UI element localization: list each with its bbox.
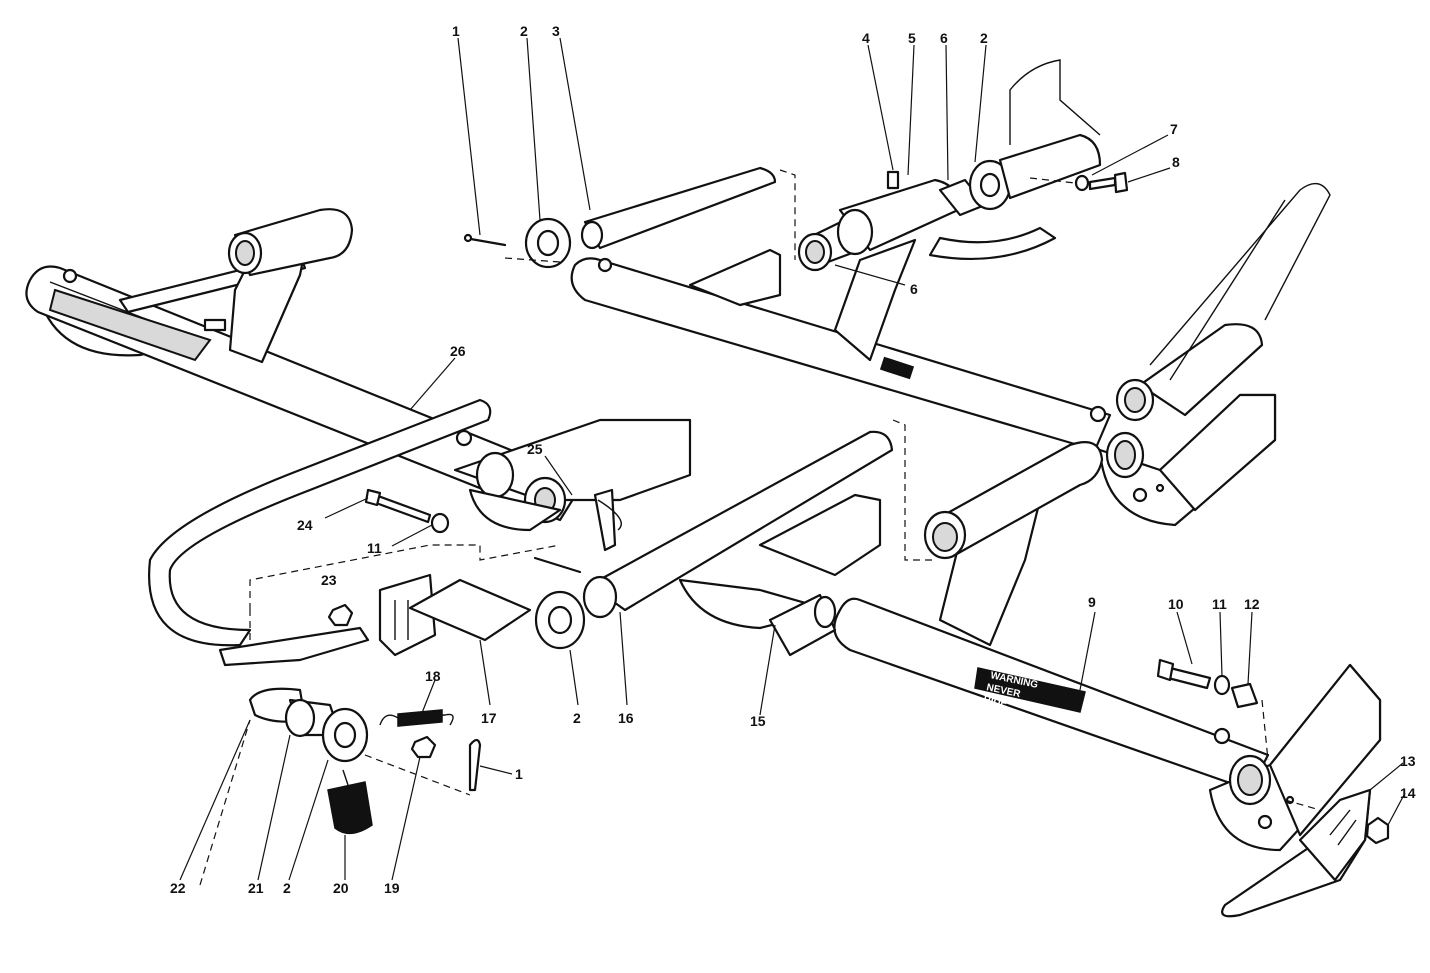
curved-handle — [928, 226, 1057, 260]
rear-mount-plate — [688, 248, 782, 307]
lower-left-parts — [248, 687, 482, 834]
decal-line3: RIDE — [982, 694, 1008, 710]
callout-11-right: 11 — [1212, 596, 1227, 612]
callout-21: 21 — [248, 880, 264, 896]
cotter-pin-lower — [468, 738, 482, 792]
callout-26: 26 — [450, 343, 466, 359]
washer-7 — [1074, 174, 1090, 192]
bolt-24 — [374, 494, 432, 524]
callout-18: 18 — [425, 668, 441, 684]
callout-10: 10 — [1168, 596, 1184, 612]
washer-11-right — [1213, 674, 1231, 696]
grease-fitting — [886, 170, 900, 190]
front-pivot-shaft — [588, 430, 894, 612]
callout-2-top-right: 2 — [980, 30, 988, 46]
rear-upper-arm — [1138, 323, 1264, 417]
front-mount-plate — [758, 493, 882, 577]
nut-19 — [410, 735, 437, 759]
callout-15: 15 — [750, 713, 766, 729]
lever-plate — [218, 626, 370, 667]
callout-11-left: 11 — [367, 540, 382, 556]
hitch-pin — [593, 488, 617, 552]
callout-8: 8 — [1172, 154, 1180, 170]
alignment-lines — [199, 169, 1321, 886]
callout-1-lower: 1 — [515, 766, 523, 782]
washer-11-left — [430, 512, 450, 534]
callout-17: 17 — [481, 710, 497, 726]
rubber-bumper — [327, 781, 373, 834]
rear-long-tube — [570, 257, 1112, 452]
callout-24: 24 — [297, 517, 313, 533]
callout-19: 19 — [384, 880, 400, 896]
callout-14: 14 — [1400, 785, 1416, 801]
rear-top-arm — [998, 133, 1102, 200]
callout-16: 16 — [618, 710, 634, 726]
rear-shaft-parts — [463, 59, 1129, 272]
rear-upright — [833, 238, 917, 362]
bolt-8 — [1088, 176, 1117, 191]
callout-12: 12 — [1244, 596, 1260, 612]
callout-13: 13 — [1400, 753, 1416, 769]
callout-22: 22 — [170, 880, 186, 896]
callout-25: 25 — [527, 441, 543, 457]
callout-1-top: 1 — [452, 23, 460, 39]
callout-6-top: 6 — [940, 30, 948, 46]
callout-labels: 1 2 3 4 5 6 2 7 8 6 26 25 24 11 23 18 17… — [170, 23, 1416, 896]
callout-2-center: 2 — [573, 710, 581, 726]
front-pivot-tube — [933, 441, 1104, 557]
left-frame-assembly — [25, 208, 587, 522]
callout-23: 23 — [321, 572, 337, 588]
callout-9: 9 — [1088, 594, 1096, 610]
spacer-12 — [1230, 682, 1259, 709]
callout-3: 3 — [552, 23, 560, 39]
bolt-10 — [1166, 666, 1212, 690]
nut-23 — [327, 603, 354, 627]
lower-right-hardware — [1156, 658, 1390, 918]
nut-14 — [1365, 816, 1390, 845]
rear-pivot-shaft — [583, 166, 777, 250]
center-shaft-parts — [148, 398, 894, 667]
left-tube-shade — [48, 288, 212, 362]
clevis-pin-center — [533, 556, 582, 574]
callout-2-lower: 2 — [283, 880, 291, 896]
callout-5: 5 — [908, 30, 916, 46]
callout-4: 4 — [862, 30, 870, 46]
left-top-tube — [233, 208, 354, 277]
right-frame-assembly: WARNING NEVER RIDE — [570, 182, 1382, 852]
lift-bar — [148, 398, 492, 647]
callout-20: 20 — [333, 880, 349, 896]
callout-2-top-left: 2 — [520, 23, 528, 39]
leader-lines — [179, 37, 1406, 881]
callout-7: 7 — [1170, 121, 1178, 137]
callout-6-mid: 6 — [910, 281, 918, 297]
